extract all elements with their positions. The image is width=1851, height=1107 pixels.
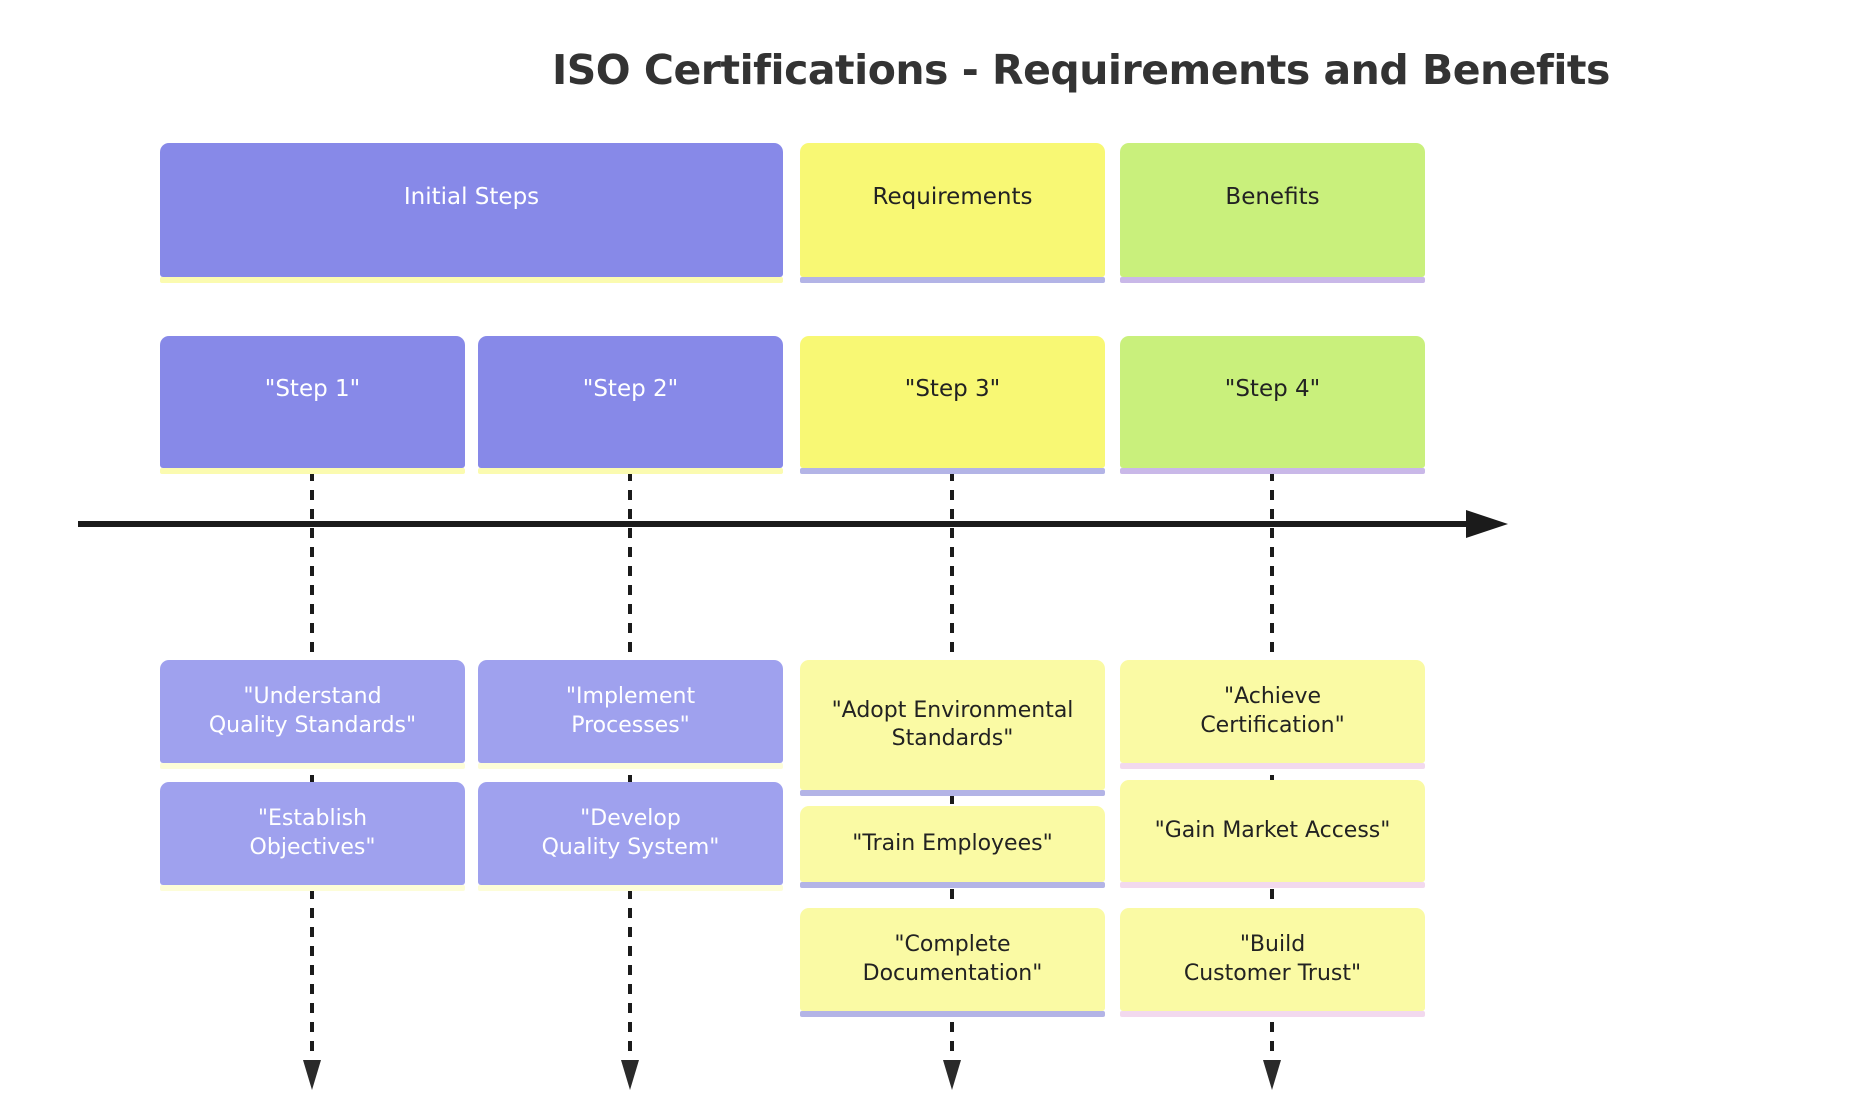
event-label: "Achieve Certification" — [1200, 684, 1345, 738]
box-underline — [800, 468, 1105, 474]
event-achieve-certification: "Achieve Certification" — [1120, 660, 1425, 769]
event-label: "Build Customer Trust" — [1183, 932, 1362, 986]
period-label: "Step 1" — [264, 376, 361, 403]
section-label: Benefits — [1225, 184, 1320, 211]
event-train-employees: "Train Employees" — [800, 806, 1105, 888]
down-arrow-icon — [943, 1060, 961, 1090]
period-step-1: "Step 1" — [160, 336, 465, 474]
event-establish-objectives: "Establish Objectives" — [160, 782, 465, 891]
box-underline — [800, 790, 1105, 796]
box-underline — [160, 468, 465, 474]
box-underline — [478, 468, 783, 474]
event-understand-quality-standards: "Understand Quality Standards" — [160, 660, 465, 769]
event-implement-processes: "Implement Processes" — [478, 660, 783, 769]
box-underline — [160, 763, 465, 769]
timeline-axis-arrowhead-icon — [1466, 510, 1508, 538]
event-gain-market-access: "Gain Market Access" — [1120, 780, 1425, 888]
box-underline — [160, 277, 783, 283]
section-header-initial-steps: Initial Steps — [160, 143, 783, 283]
box-underline — [478, 763, 783, 769]
box-underline — [1120, 882, 1425, 888]
event-build-customer-trust: "Build Customer Trust" — [1120, 908, 1425, 1017]
section-header-requirements: Requirements — [800, 143, 1105, 283]
period-label: "Step 2" — [582, 376, 679, 403]
section-label: Initial Steps — [403, 184, 540, 211]
event-label: "Establish Objectives" — [249, 806, 376, 860]
event-label: "Gain Market Access" — [1154, 817, 1391, 843]
event-adopt-environmental-standards: "Adopt Environmental Standards" — [800, 660, 1105, 796]
section-label: Requirements — [872, 184, 1033, 211]
box-underline — [1120, 468, 1425, 474]
box-underline — [478, 885, 783, 891]
down-arrow-icon — [621, 1060, 639, 1090]
event-label: "Understand Quality Standards" — [208, 684, 417, 738]
timeline-axis — [78, 521, 1466, 527]
section-header-benefits: Benefits — [1120, 143, 1425, 283]
period-step-4: "Step 4" — [1120, 336, 1425, 474]
event-label: "Implement Processes" — [565, 684, 696, 738]
period-step-3: "Step 3" — [800, 336, 1105, 474]
diagram-title: ISO Certifications - Requirements and Be… — [552, 46, 1610, 94]
event-develop-quality-system: "Develop Quality System" — [478, 782, 783, 891]
box-underline — [800, 277, 1105, 283]
box-underline — [1120, 763, 1425, 769]
box-underline — [1120, 1011, 1425, 1017]
box-underline — [160, 885, 465, 891]
down-arrow-icon — [1263, 1060, 1281, 1090]
period-label: "Step 4" — [1224, 376, 1321, 403]
event-complete-documentation: "Complete Documentation" — [800, 908, 1105, 1017]
box-underline — [1120, 277, 1425, 283]
period-step-2: "Step 2" — [478, 336, 783, 474]
event-label: "Train Employees" — [852, 830, 1053, 856]
box-underline — [800, 1011, 1105, 1017]
event-label: "Complete Documentation" — [862, 932, 1043, 986]
event-label: "Adopt Environmental Standards" — [831, 697, 1074, 751]
event-label: "Develop Quality System" — [541, 806, 720, 860]
period-label: "Step 3" — [904, 376, 1001, 403]
box-underline — [800, 882, 1105, 888]
down-arrow-icon — [303, 1060, 321, 1090]
